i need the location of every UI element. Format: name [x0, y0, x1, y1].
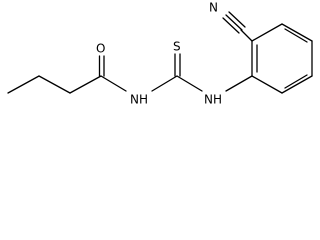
ring-double-3 [284, 74, 308, 89]
bond-c2-c3 [38, 75, 71, 94]
nitrogen-label: N [209, 1, 218, 15]
ring-bond-2 [251, 23, 283, 42]
bond-c4-nh [100, 75, 127, 92]
bond-c3-c4 [69, 75, 102, 94]
oxygen-label: O [96, 42, 105, 56]
nitrile-triple-3 [228, 11, 246, 28]
carbonyl-group: O [96, 42, 105, 77]
ring-bond-3 [281, 23, 313, 42]
bond-thiocarbonyl-nh [176, 75, 203, 92]
nitrile-group: N [209, 1, 253, 42]
benzene-ring [251, 23, 313, 94]
bond-c1-c2 [7, 75, 40, 94]
sulfur-label: S [173, 40, 181, 54]
alkyl-chain [7, 75, 102, 94]
bond-ring-nitrile-c [240, 29, 253, 42]
amide-nh-label: NH [130, 93, 148, 107]
nitrile-triple-2 [222, 17, 240, 34]
thiocarbonyl-group: S [173, 40, 181, 77]
ring-bond-5 [281, 75, 313, 94]
bond-nh-thiocarbonyl [151, 75, 178, 92]
ring-double-2 [284, 28, 308, 43]
aryl-nh-label: NH [204, 93, 222, 107]
chemical-structure-diagram: O NH S NH N [7, 1, 313, 107]
nitrile-triple-1 [225, 14, 243, 31]
bond-nh-ring [225, 75, 253, 92]
ring-bond-6 [251, 75, 283, 94]
